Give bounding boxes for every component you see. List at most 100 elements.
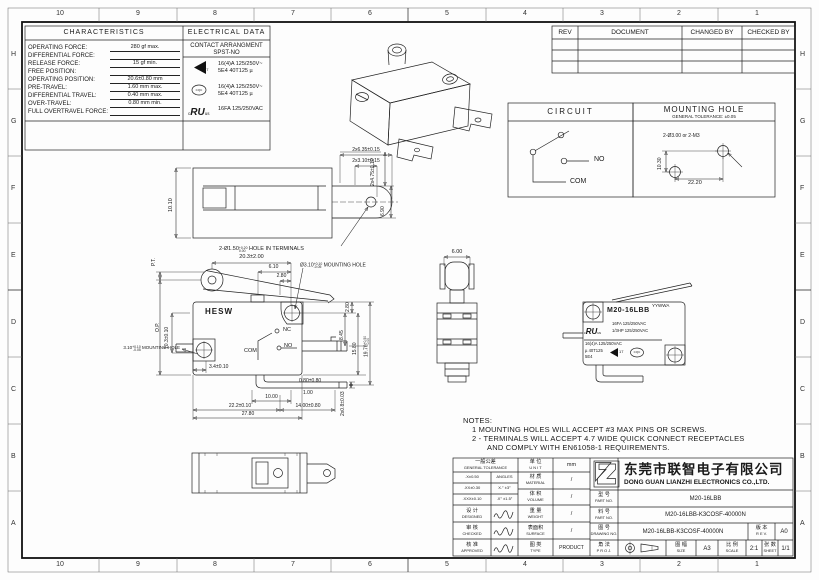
grid-label: G — [11, 118, 17, 125]
grid-label: B — [800, 453, 805, 460]
mounting-hole-box — [632, 102, 776, 198]
approved-cn: 核 准 — [466, 542, 478, 548]
electrical-data-title: ELECTRICAL DATA — [187, 29, 266, 36]
surface-cn: 表面积 — [527, 525, 544, 531]
hole-note-prefix: 2-Ø1.50 — [219, 246, 239, 252]
surface-en: SURFACE — [526, 530, 545, 536]
label-view — [562, 282, 693, 383]
mounting-hole-dim-v: 10.30 — [657, 157, 663, 170]
tolerance-value: .X° ±1.5° — [496, 496, 513, 501]
dim-lever-length: 20.3±2.00 — [239, 254, 264, 260]
rev-header: REV — [558, 29, 572, 36]
mounting-hole-callout-left: 3.10+0.10-0.05 MOUNTING HOLE — [102, 345, 180, 352]
grid-label: 4 — [523, 10, 527, 17]
rev-header: DOCUMENT — [611, 29, 649, 36]
dim-610: 6.10 — [268, 263, 279, 270]
char-row-label: PRE-TRAVEL: — [28, 85, 67, 91]
dim-1580: 15.80 — [352, 342, 358, 355]
contact-type: SPST-NO — [213, 50, 240, 56]
contact-arrangement-label: CONTACT ARRANGMENT — [190, 43, 263, 49]
note-line: AND COMPLY WITH EN61058-1 REQUIREMENTS. — [487, 443, 670, 452]
sheet-border — [7, 7, 812, 573]
mounting-hole-tolerance: GENERAL TOLERANCE: ±0.05 — [672, 114, 736, 119]
grid-label: F — [11, 185, 16, 192]
ul-mark-label-view: cRUus — [584, 321, 601, 339]
tol-bot: 0.00 — [238, 249, 246, 253]
designed-signature — [493, 510, 514, 519]
mounting-hole-title: MOUNTING HOLE — [663, 105, 745, 114]
dim-34: 3.4±0.10 — [209, 364, 229, 370]
char-row-value — [110, 108, 180, 116]
dim-operating-position: O.P. — [155, 322, 161, 332]
grid-label: C — [11, 386, 17, 393]
dim-height: 10.10 — [168, 198, 174, 212]
ul-prefix: c — [188, 111, 191, 116]
grid-label: 9 — [136, 561, 140, 568]
tol-top: +0.20 — [238, 245, 248, 250]
char-row-label: DIFFERENTIAL TRAVEL: — [28, 93, 97, 99]
rating-line: 5E4 40T125 µ — [218, 91, 253, 97]
char-row-value: 20.6±0.80 mm — [110, 76, 180, 84]
scale-en: SCALE — [725, 547, 739, 553]
char-row-label: OPERATING FORCE: — [28, 45, 88, 51]
label-rating1: 16(4)A 125/250VAC — [585, 341, 622, 346]
rev-en: R E V. — [756, 530, 767, 536]
model-cn: 型 号 — [598, 492, 610, 498]
grid-label: F — [800, 185, 805, 192]
dim-280-top: 2.80 — [276, 273, 287, 279]
volume-cn: 体 积 — [529, 491, 542, 497]
hole-suffix: MOUNTING HOLE — [323, 262, 366, 269]
unit-value: mm — [566, 462, 577, 468]
ul-letters: RU — [585, 327, 598, 336]
characteristics-table-lines — [24, 25, 271, 151]
type-en: TYPE — [530, 547, 541, 553]
tol-top: +0.10 — [132, 344, 141, 349]
char-row-label: RELEASE FORCE: — [28, 61, 81, 67]
size-value: A3 — [703, 545, 711, 552]
grid-label: 3 — [600, 561, 604, 568]
tol-bot: -0.05 — [132, 348, 141, 352]
hole-tolerance: +0.10-0.05 — [132, 344, 141, 353]
checked-signature — [493, 527, 514, 536]
rev-header: CHECKED BY — [747, 29, 790, 36]
sheet-value: 1/1 — [781, 545, 790, 552]
char-row-label: OPERATING POSITION: — [28, 77, 95, 83]
grid-label: 3 — [600, 10, 604, 17]
ul-suffix: us — [597, 331, 602, 335]
grid-label: G — [800, 118, 806, 125]
material-en: MATERIAL — [525, 479, 546, 485]
part-en: PART NO. — [595, 514, 613, 520]
grid-label: 7 — [291, 561, 295, 568]
char-row-label: FULL OVERTRAVEL FORCE: — [28, 109, 109, 115]
drawing-en: DRAWING NO. — [590, 530, 618, 536]
terminal-label-no: NO — [284, 343, 293, 349]
grid-label: E — [11, 252, 16, 259]
mounting-hole-callout-right: Ø3.10+0.10-0.05 MOUNTING HOLE — [300, 262, 366, 270]
mounting-hole-dim-h: 22.20 — [688, 180, 702, 186]
grid-label: H — [800, 51, 806, 58]
grid-label: 6 — [368, 10, 372, 17]
rev-value: A0 — [780, 528, 788, 535]
sheet-cn: 张 数 — [764, 542, 776, 548]
dim-280-right: 2.80 — [345, 302, 351, 312]
size-en: SIZE — [676, 547, 686, 553]
tolerance-value: X.° ±3° — [498, 485, 511, 490]
grid-label: 10 — [56, 10, 64, 17]
label-rating3: 5E4 — [585, 354, 593, 359]
tolerance-value: .XX±0.30 — [463, 485, 481, 490]
dim-222: 22.2±0.10 — [228, 403, 252, 409]
dim-2x08: 2x0.8±0.03 — [340, 391, 346, 416]
